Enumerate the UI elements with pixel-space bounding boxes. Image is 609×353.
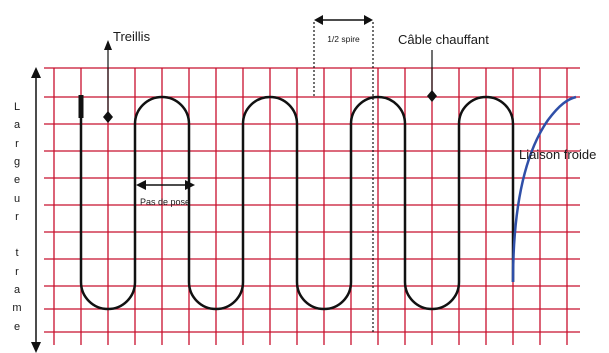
width-label-letter: u bbox=[13, 192, 21, 205]
half-turn-label: 1/2 spire bbox=[327, 34, 360, 44]
mesh-pointer bbox=[103, 40, 113, 123]
heating-cable-path bbox=[79, 95, 515, 311]
width-label-letter: e bbox=[13, 320, 21, 333]
laying-pitch-arrow bbox=[136, 180, 195, 190]
width-label-letter: L bbox=[13, 101, 21, 113]
half-turn-marker bbox=[313, 15, 374, 332]
width-label-letter: t bbox=[15, 247, 19, 260]
cable-pointer bbox=[427, 50, 437, 102]
width-arrow bbox=[31, 67, 41, 353]
heating-cable-label: Câble chauffant bbox=[398, 32, 489, 47]
width-label-letter: r bbox=[15, 210, 19, 223]
cold-link-label: Liaison froide bbox=[519, 147, 596, 162]
width-label-letter: a bbox=[13, 119, 21, 132]
width-label-letter: a bbox=[13, 284, 21, 296]
width-label-letter: g bbox=[13, 155, 21, 168]
width-label-letter: m bbox=[12, 302, 22, 315]
width-label-letter: r bbox=[15, 265, 19, 278]
cold-link-path bbox=[511, 95, 577, 283]
laying-pitch-label: Pas de pose bbox=[140, 197, 190, 207]
mesh-label: Treillis bbox=[113, 29, 151, 44]
width-label-letter: r bbox=[15, 137, 19, 150]
width-label-letter: e bbox=[13, 174, 21, 187]
